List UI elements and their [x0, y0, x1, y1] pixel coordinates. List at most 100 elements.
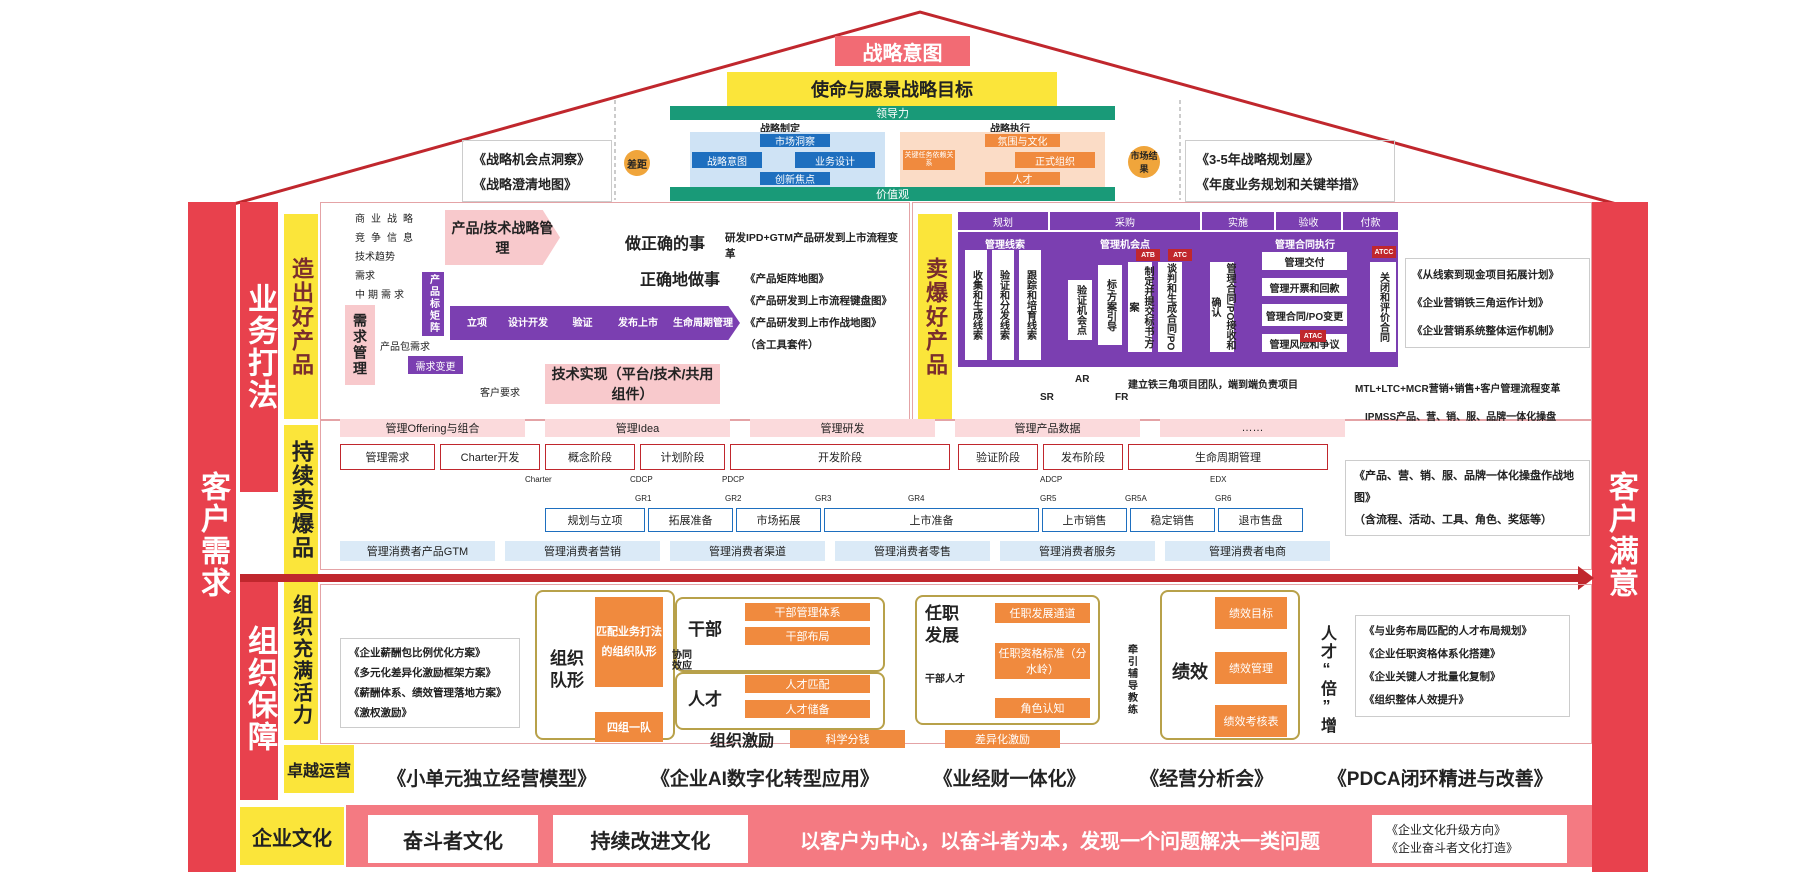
- lead-col-2: 验证和分发线索: [992, 250, 1014, 360]
- strategy-mgmt-box: 产品/技术战略管理: [445, 210, 560, 265]
- org-note-1: 《企业薪酬包比例优化方案》: [349, 647, 486, 659]
- gate-charter: Charter: [525, 475, 552, 484]
- r3-service: 管理消费者服务: [1000, 541, 1155, 561]
- position-label: 任职发展: [925, 604, 959, 645]
- culture-striver: 奋斗者文化: [368, 815, 538, 863]
- sell-stage-bar: 规划 采购 实施 验收 付款: [958, 212, 1398, 230]
- perf-label: 绩效: [1172, 662, 1208, 682]
- talent-reserve: 人才储备: [745, 700, 870, 718]
- perf-frame: [1160, 590, 1300, 740]
- perf-target: 绩效目标: [1215, 597, 1287, 629]
- stage-planning: 规划: [958, 212, 1048, 230]
- cadre-system: 干部管理体系: [745, 603, 870, 621]
- atb-marker: ATB: [1136, 249, 1160, 261]
- manage-contract: 管理合同执行: [1275, 240, 1335, 251]
- gate-edx: EDX: [1210, 475, 1227, 484]
- org-note-3: 《薪酬体系、绩效管理落地方案》: [349, 687, 507, 699]
- r3-ecom: 管理消费者电商: [1165, 541, 1330, 561]
- r2-sale: 上市销售: [1042, 508, 1127, 532]
- perf-sheet: 绩效考核表: [1215, 705, 1287, 737]
- do-right-thing: 做正确的事: [625, 236, 706, 253]
- contract-col: 管理合同/PO接收和确认: [1209, 262, 1235, 352]
- stage-purchase: 采购: [1050, 212, 1200, 230]
- input-competition: 竞争信息: [355, 233, 419, 244]
- manage-leads: 管理线索: [985, 240, 1025, 251]
- lead-col-1: 收集和生成线索: [965, 250, 987, 360]
- org2-note-1: 《与业务布局匹配的人才布局规划》: [1364, 625, 1532, 637]
- ops-item-2: 《企业AI数字化转型应用》: [650, 769, 879, 790]
- collab-label: 协同效应: [672, 650, 692, 672]
- mission-banner: 使命与愿景战略目标: [727, 72, 1057, 106]
- guide-label: 牵引辅导教练: [1125, 643, 1137, 716]
- ops-item-3: 《业经财一体化》: [933, 769, 1086, 790]
- pkg-demand: 产品包需求: [380, 342, 430, 353]
- incent-diff: 差异化激励: [945, 730, 1060, 748]
- r2-expand: 市场拓展: [736, 508, 821, 532]
- r2-exit: 退市售盘: [1218, 508, 1303, 532]
- r1-dev: 开发阶段: [730, 444, 950, 470]
- r2-prep: 拓展准备: [648, 508, 733, 532]
- ipd-item-3: 《产品研发到上市作战地图》（含工具套件）: [745, 317, 882, 351]
- org-notes: 《企业薪酬包比例优化方案》 《多元化差异化激励框架方案》 《薪酬体系、绩效管理落…: [340, 638, 520, 728]
- opp-col-2: 标/方案引导: [1098, 265, 1122, 345]
- sustain-notes: 《产品、营、销、服、品牌一体化操盘作战地图》 （含流程、活动、工具、角色、奖惩等…: [1345, 460, 1590, 536]
- ops-item-5: 《PDCA闭环精进与改善》: [1327, 769, 1553, 790]
- fr-label: FR: [1115, 392, 1129, 403]
- cadre-frame: [675, 597, 885, 672]
- note-clarify-map: 《战略澄清地图》: [473, 177, 578, 192]
- stage-implement: 实施: [1202, 212, 1274, 230]
- culture-improve: 持续改进文化: [553, 815, 748, 863]
- ops-row: 《小单元独立经营模型》 《企业AI数字化转型应用》 《业经财一体化》 《经营分析…: [360, 760, 1580, 795]
- talent-frame: [675, 672, 885, 730]
- tech-impl-box: 技术实现（平台/技术/共用组件）: [545, 364, 720, 404]
- ops-item-1: 《小单元独立经营模型》: [387, 769, 597, 790]
- strategic-intent-box: 战略意图: [692, 152, 762, 168]
- org-notes2: 《与业务布局匹配的人才布局规划》 《企业任职资格体系化搭建》 《企业关键人才批量…: [1355, 615, 1570, 717]
- customer-flow-arrow: [240, 574, 1580, 582]
- formal-org-box: 正式组织: [1015, 152, 1095, 168]
- roof-left-notes: 《战略机会点洞察》 《战略澄清地图》: [462, 140, 612, 202]
- four-one-box: 四组一队: [595, 712, 663, 742]
- sustain-row1: 管理需求 Charter开发 概念阶段 计划阶段 开发阶段 验证阶段 发布阶段 …: [340, 444, 1340, 470]
- sell-hot-product-label: 卖爆好产品: [918, 214, 952, 419]
- culture-notes: 《企业文化升级方向》 《企业奋斗者文化打造》: [1372, 815, 1567, 863]
- contract-invoice: 管理开票和回款: [1262, 278, 1347, 296]
- business-tactics-label: 业务打法: [240, 202, 278, 492]
- input-demand: 需求: [355, 271, 375, 282]
- gr6: GR6: [1215, 494, 1232, 503]
- atc-marker: ATC: [1168, 249, 1192, 261]
- talent-label: 人才: [688, 690, 722, 709]
- climate-box: 氛围与文化: [985, 134, 1060, 148]
- multiple-label: 人才“倍”增: [1318, 625, 1335, 735]
- talent-match: 人才匹配: [745, 675, 870, 693]
- customer-satisfaction-label: 客户满意: [1592, 440, 1648, 630]
- r1-concept: 概念阶段: [545, 444, 635, 470]
- ipd-list: 《产品矩阵地图》 《产品研发到上市流程键盘图》 《产品研发到上市作战地图》（含工…: [745, 268, 895, 356]
- iron-triangle: 建立铁三角项目团队，端到端负责项目: [1128, 380, 1298, 391]
- ar-label: AR: [1075, 374, 1090, 385]
- gr5a: GR5A: [1125, 494, 1147, 503]
- atcc-marker: ATCC: [1372, 246, 1396, 258]
- manage-opp: 管理机会点: [1100, 240, 1150, 251]
- ops-item-4: 《经营分析会》: [1140, 769, 1274, 790]
- note-opportunity: 《战略机会点洞察》: [473, 152, 591, 167]
- note-3-5yr-plan: 《3-5年战略规划屋》: [1196, 152, 1319, 167]
- stage-accept: 验收: [1276, 212, 1341, 230]
- strategy-formulation-label: 战略制定: [760, 124, 800, 135]
- ipd-item-1: 《产品矩阵地图》: [745, 273, 829, 285]
- r2-launch-prep: 上市准备: [824, 508, 1039, 532]
- business-leadership-model: 差距 战略制定 战略执行 市场洞察 战略意图 业务设计 创新焦点 氛围与文化 关…: [620, 120, 1175, 187]
- gr-markers: GR1 GR2 GR3 GR4 GR5 GR5A GR6: [540, 494, 1340, 506]
- strategy-intent-title: 战略意图: [835, 36, 970, 66]
- org-match-box: 匹配业务打法的组织队形: [595, 597, 663, 687]
- sr-label: SR: [1040, 392, 1054, 403]
- atac-marker: ATAC: [1300, 330, 1326, 342]
- culture-slogan: 以客户为中心，以奋斗者为本，发现一个问题解决一类问题: [800, 830, 1320, 853]
- r1-charter: Charter开发: [440, 444, 540, 470]
- flow-design: 设计开发: [508, 318, 548, 329]
- strategy-execution-label: 战略执行: [990, 124, 1030, 135]
- product-matrix-box: 产品标矩阵: [422, 272, 444, 336]
- business-design-box: 业务设计: [795, 152, 875, 168]
- head-offering: 管理Offering与组合: [340, 419, 525, 437]
- sell-note-2: 《企业营销铁三角运作计划》: [1412, 297, 1549, 309]
